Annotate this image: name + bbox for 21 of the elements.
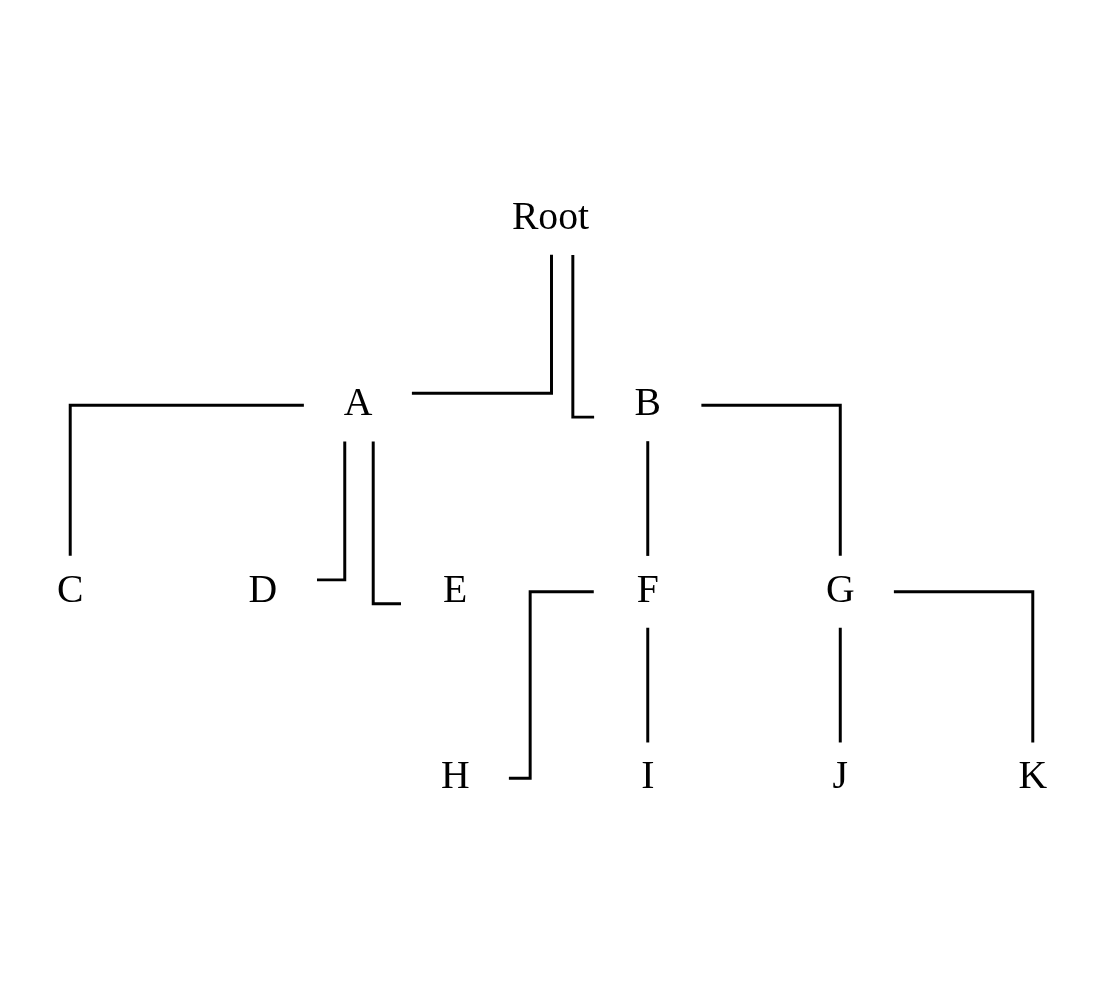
connector — [646, 627, 650, 742]
connector — [317, 440, 347, 581]
node-text: Root — [511, 193, 590, 238]
node-text: A — [343, 379, 373, 424]
node-text: K — [1018, 752, 1048, 797]
connector — [838, 627, 842, 742]
node-text: D — [248, 566, 278, 611]
node-text: H — [440, 752, 470, 797]
node-text: E — [443, 566, 468, 611]
node-text: I — [641, 752, 655, 797]
connector — [411, 254, 553, 395]
connector — [893, 589, 1035, 742]
node-text: C — [56, 566, 84, 611]
node-text: J — [832, 752, 848, 797]
connector — [371, 441, 401, 605]
connector — [68, 403, 304, 556]
connector — [701, 403, 842, 556]
node-text: G — [825, 566, 855, 611]
node-text: B — [634, 379, 661, 424]
node-text: F — [636, 566, 659, 611]
connector — [646, 440, 650, 556]
